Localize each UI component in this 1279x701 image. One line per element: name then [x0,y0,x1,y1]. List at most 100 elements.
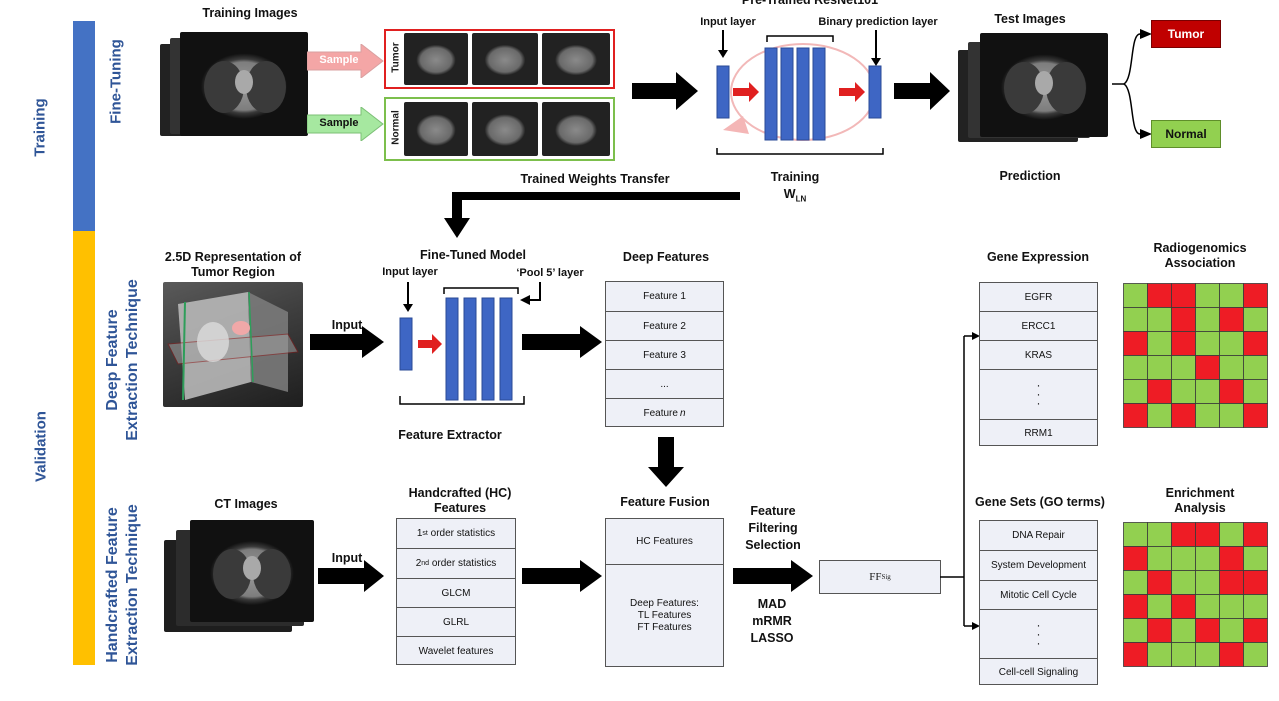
normal-samples-label: Normal [390,110,402,145]
training-bar [73,21,95,231]
radiogenomics-heatmap-cell [1243,331,1268,356]
gene-expression-list: EGFR ERCC1 KRAS ··· RRM1 [979,282,1098,446]
enrichment-heatmap-cell [1195,594,1220,619]
method-mrmr: mRMR [752,614,792,628]
radiogenomics-heatmap-cell [1123,283,1148,308]
output-tumor-label: Tumor [1167,27,1205,41]
deep-to-fusion-arrow [648,437,684,487]
training-ct-image [180,32,308,136]
gene-rrm1: RRM1 [980,419,1097,446]
tumor-sample-1 [404,33,468,85]
radiogenomics-heatmap-cell [1243,403,1268,428]
enrichment-heatmap-cell [1171,594,1196,619]
hc-f1-pre: 1 [416,528,423,539]
training-side-label: Training [31,98,49,157]
radiogenomics-heatmap-cell [1123,355,1148,380]
deep-feature-ellipsis: ... [606,369,723,398]
radiogenomics-heatmap-cell [1195,355,1220,380]
gene-set-dna-repair: DNA Repair [1012,530,1065,541]
deep-stage-line2: Extraction Technique [124,279,141,441]
hc-feature-wavelet: Wavelet features [397,636,515,665]
prediction-label: Prediction [999,169,1061,183]
test-images-title: Test Images [994,12,1066,26]
gene-set-system-development: System Development [980,550,1097,580]
enrichment-heatmap [1123,522,1268,667]
radiogenomics-heatmap-cell [1195,307,1220,332]
enrichment-heatmap-cell [1195,642,1220,667]
gene-expression-title: Gene Expression [986,250,1090,264]
radiogenomics-heatmap-cell [1219,403,1244,428]
radiogenomics-heatmap-cell [1243,355,1268,380]
gene-kras: KRAS [980,340,1097,369]
radiogenomics-heatmap-cell [1171,379,1196,404]
enrichment-heatmap-cell [1243,594,1268,619]
prediction-bracket [1112,29,1152,139]
fusion-to-ff-arrow [733,560,813,592]
test-ct-lungs [1004,62,1086,114]
radiogenomics-heatmap-cell [1147,379,1172,404]
hc-f1-post: order statistics [427,528,496,539]
radiogenomics-heatmap-cell [1243,283,1268,308]
deep-features-title: Deep Features [622,250,710,264]
enrichment-heatmap-cell [1147,546,1172,571]
normal-sample-1 [404,102,468,156]
hc-to-fusion-arrow [522,560,602,592]
gene-set-ellipsis: ··· [980,609,1097,658]
normal-sample-2 [472,102,538,156]
validation-bar [73,231,95,665]
hc-f2-post: order statistics [429,558,497,569]
enrichment-line2: Analysis [1174,501,1226,515]
hc-title-line1: Handcrafted (HC) [408,486,512,500]
radiogenomics-heatmap-cell [1171,283,1196,308]
enrichment-heatmap-cell [1123,522,1148,547]
gene-set-mitotic-cell-cycle: Mitotic Cell Cycle [980,580,1097,609]
hc-stage-line1: Handcrafted Feature [104,507,121,663]
radiogenomics-heatmap-cell [1195,331,1220,356]
sample-arrow-normal [307,107,384,141]
enrichment-heatmap-cell [1195,522,1220,547]
radiogenomics-heatmap-cell [1147,355,1172,380]
fine-tuned-title: Fine-Tuned Model [419,248,526,262]
test-ct-image [980,33,1108,137]
fusion-hc-features: HC Features [636,536,693,547]
repr-title-line1: 2.5D Representation of [164,250,302,264]
hc-f2-pre: 2 [415,558,422,569]
enrichment-heatmap-cell [1219,594,1244,619]
enrichment-heatmap-cell [1171,522,1196,547]
output-normal-box: Normal [1151,120,1221,148]
enrichment-heatmap-cell [1243,546,1268,571]
fine-tuning-label: Fine-Tuning [107,39,125,124]
radiogenomics-heatmap-cell [1195,403,1220,428]
sample-label-tumor: Sample [319,54,359,66]
hc-ct-lungs [213,549,291,599]
radiogenomics-heatmap-cell [1243,379,1268,404]
radiogenomics-heatmap-cell [1147,307,1172,332]
enrichment-heatmap-cell [1219,570,1244,595]
hc-ct-image [190,520,314,622]
w-ln-label: WLN [770,187,820,207]
hc-feature-glrl: GLRL [397,607,515,636]
enrichment-heatmap-cell [1219,618,1244,643]
output-normal-label: Normal [1165,127,1207,141]
radiogenomics-heatmap-cell [1195,283,1220,308]
deep-feature-n-var: n [679,407,686,419]
validation-side-label: Validation [32,411,50,482]
sample-label-normal: Sample [319,117,359,129]
enrichment-heatmap-cell [1243,522,1268,547]
enrichment-heatmap-cell [1147,618,1172,643]
radiogenomics-heatmap-cell [1219,283,1244,308]
radiogenomics-heatmap-cell [1171,355,1196,380]
enrichment-heatmap-cell [1147,570,1172,595]
binary-layer-label: Binary prediction layer [818,16,938,28]
fusion-deep-features: Deep Features: TL Features FT Features [606,564,723,667]
deep-input-arrow [310,326,384,358]
deep-feature-n: Feature n [606,398,723,427]
filter-line1: Feature [750,504,796,518]
deep-features-list: Feature 1 Feature 2 Feature 3 ... Featur… [605,281,724,427]
radiogenomics-heatmap-cell [1171,403,1196,428]
repr-title: 2.5D Representation of Tumor Region [153,250,313,280]
hc-stage-label: Handcrafted Feature Extraction Technique [103,490,143,680]
